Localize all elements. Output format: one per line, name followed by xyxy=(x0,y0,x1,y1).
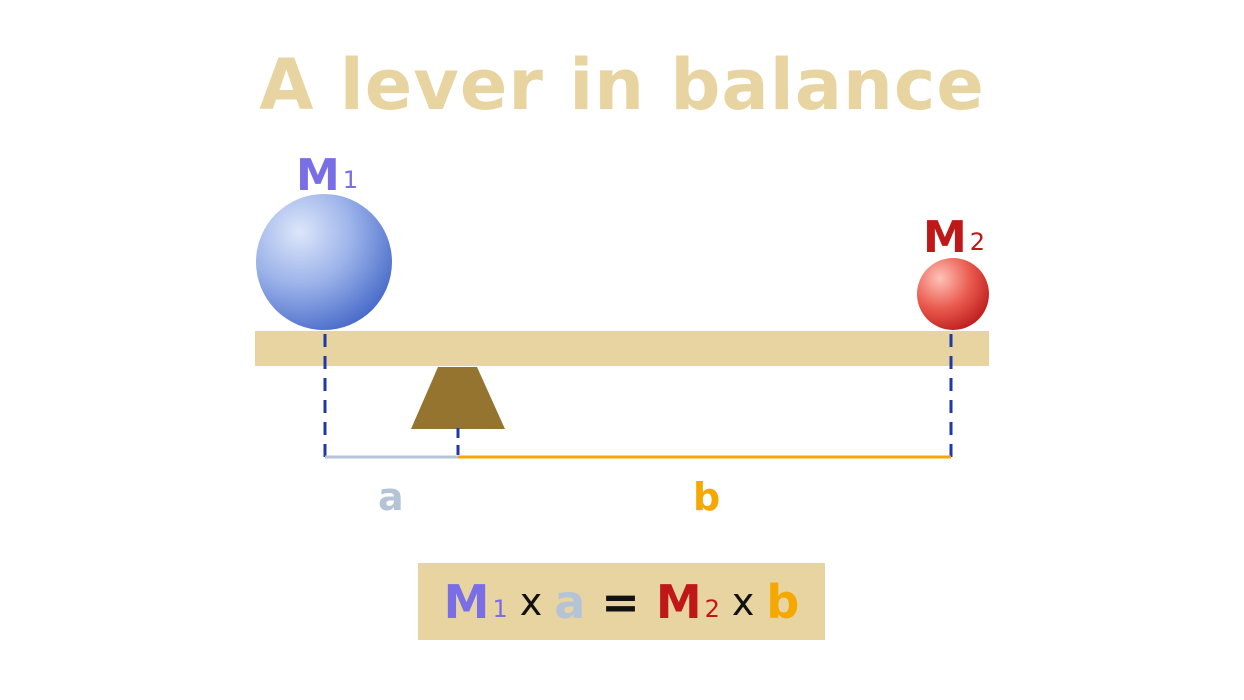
mass-m2-subscript: 2 xyxy=(969,228,986,256)
formula-equals: = xyxy=(601,574,640,629)
formula-m2-symbol: M xyxy=(655,574,702,629)
mass-m1-sphere-icon xyxy=(256,194,392,330)
formula-b: b xyxy=(766,574,800,629)
distance-a-label: a xyxy=(378,475,404,519)
mass-m2-symbol: M xyxy=(923,212,967,263)
mass-m1-subscript: 1 xyxy=(342,166,359,194)
mass-m2-sphere-icon xyxy=(917,258,989,330)
distance-b-label: b xyxy=(693,475,721,519)
formula-a: a xyxy=(554,574,586,629)
lever-beam xyxy=(255,331,989,366)
formula-times-2: x xyxy=(731,579,755,624)
formula-times-1: x xyxy=(519,579,543,624)
fulcrum-triangle-icon xyxy=(411,367,505,429)
mass-m1-symbol: M xyxy=(296,150,340,201)
formula-m1-symbol: M xyxy=(443,574,490,629)
formula-m1-subscript: 1 xyxy=(492,594,508,623)
formula-m2-subscript: 2 xyxy=(704,594,720,623)
page-title: A lever in balance xyxy=(259,44,985,126)
